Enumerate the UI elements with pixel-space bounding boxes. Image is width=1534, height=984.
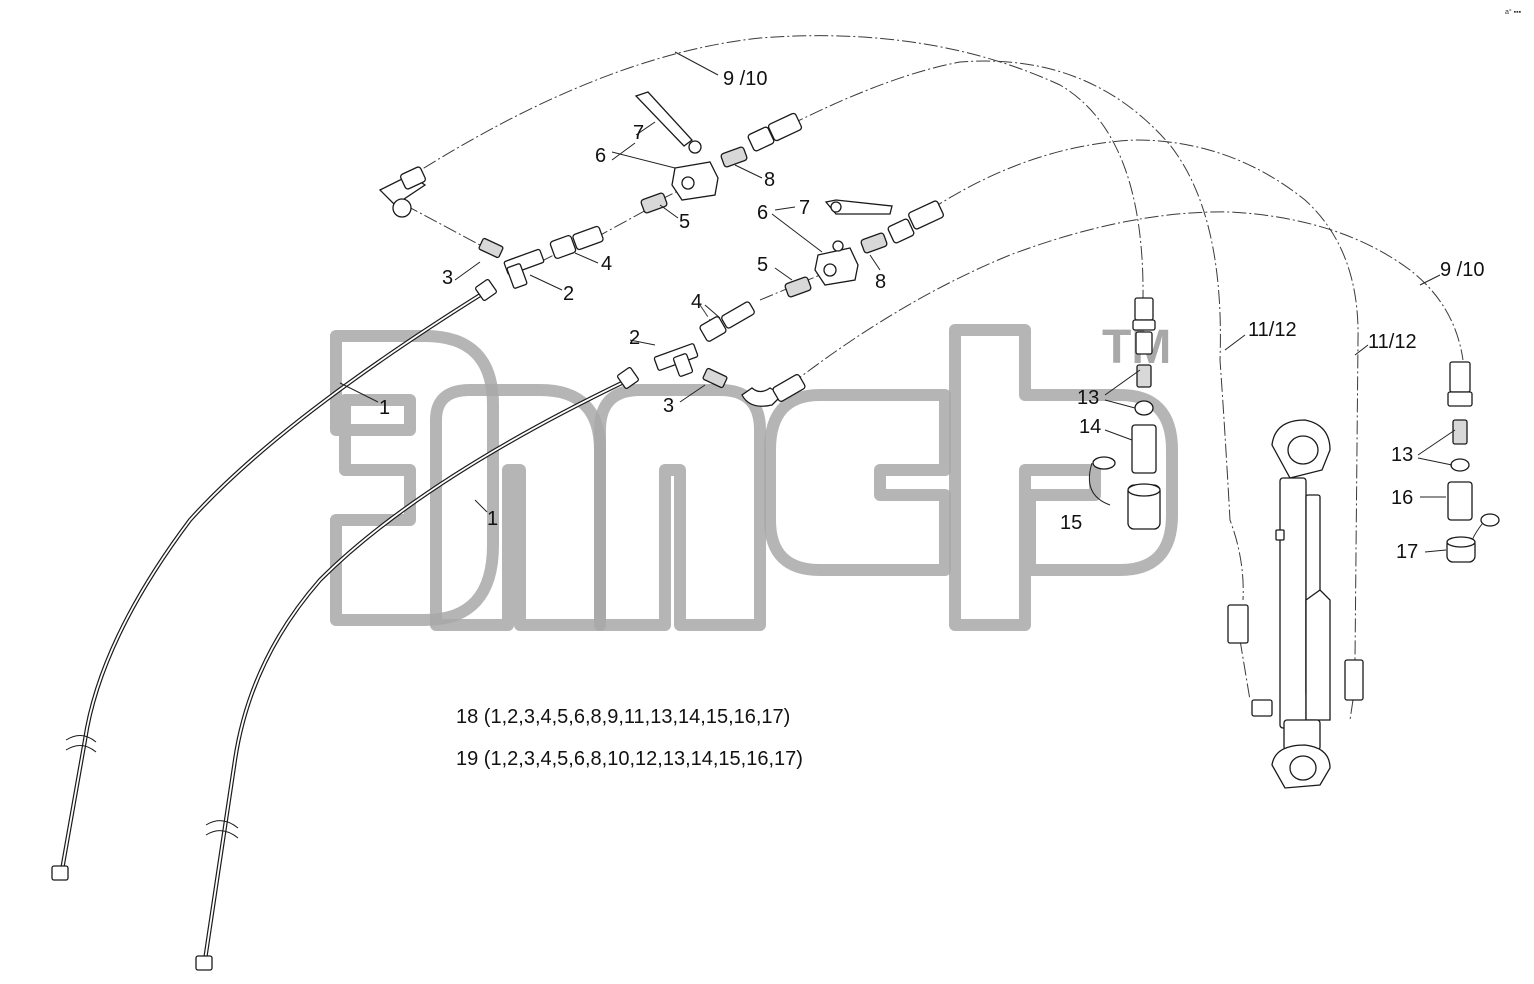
- corner-mark: a° ▪▪▪: [1505, 8, 1522, 16]
- callout-labels: 9 /10 9 /10 11/12 11/12 1 1 2 2 3 3 4 4 …: [379, 68, 1484, 563]
- callout-6-a: 6: [595, 145, 606, 167]
- fitting-group-middle: [653, 199, 944, 407]
- callout-2-a: 2: [563, 283, 574, 305]
- hose-1-right: [195, 366, 640, 971]
- callout-1-a: 1: [379, 397, 390, 419]
- callout-4-b: 4: [691, 291, 702, 313]
- hydraulic-cylinder: [1227, 419, 1364, 789]
- fitting-group-left: [378, 91, 803, 289]
- hose-1-left: [51, 278, 498, 881]
- callout-13-a: 13: [1077, 387, 1099, 409]
- callout-7-a: 7: [633, 122, 644, 144]
- callout-1-b: 1: [487, 508, 498, 530]
- callout-11-12-b: 11/12: [1368, 331, 1417, 353]
- callout-11-12-a: 11/12: [1248, 319, 1297, 341]
- callout-8-a: 8: [764, 169, 775, 191]
- callout-15: 15: [1060, 512, 1082, 534]
- callout-14: 14: [1079, 416, 1101, 438]
- callout-9-10-top: 9 /10: [723, 68, 767, 90]
- leader-lines: [339, 51, 1456, 553]
- quick-coupler-center: [1088, 297, 1161, 530]
- callout-5-b: 5: [757, 254, 768, 276]
- callout-8-b: 8: [875, 271, 886, 293]
- callout-17: 17: [1396, 541, 1418, 563]
- kit-note-18: 18 (1,2,3,4,5,6,8,9,11,13,14,15,16,17): [456, 706, 790, 728]
- callout-3-b: 3: [663, 395, 674, 417]
- callout-4-a: 4: [601, 253, 612, 275]
- quick-coupler-right: [1446, 361, 1500, 563]
- callout-7-b: 7: [799, 197, 810, 219]
- callout-3-a: 3: [442, 267, 453, 289]
- callout-16: 16: [1391, 487, 1413, 509]
- callout-2-b: 2: [629, 327, 640, 349]
- callout-6-b: 6: [757, 202, 768, 224]
- callout-13-b: 13: [1391, 444, 1413, 466]
- callout-5-a: 5: [679, 211, 690, 233]
- callout-9-10-right: 9 /10: [1440, 259, 1484, 281]
- kit-note-19: 19 (1,2,3,4,5,6,8,10,12,13,14,15,16,17): [456, 748, 803, 770]
